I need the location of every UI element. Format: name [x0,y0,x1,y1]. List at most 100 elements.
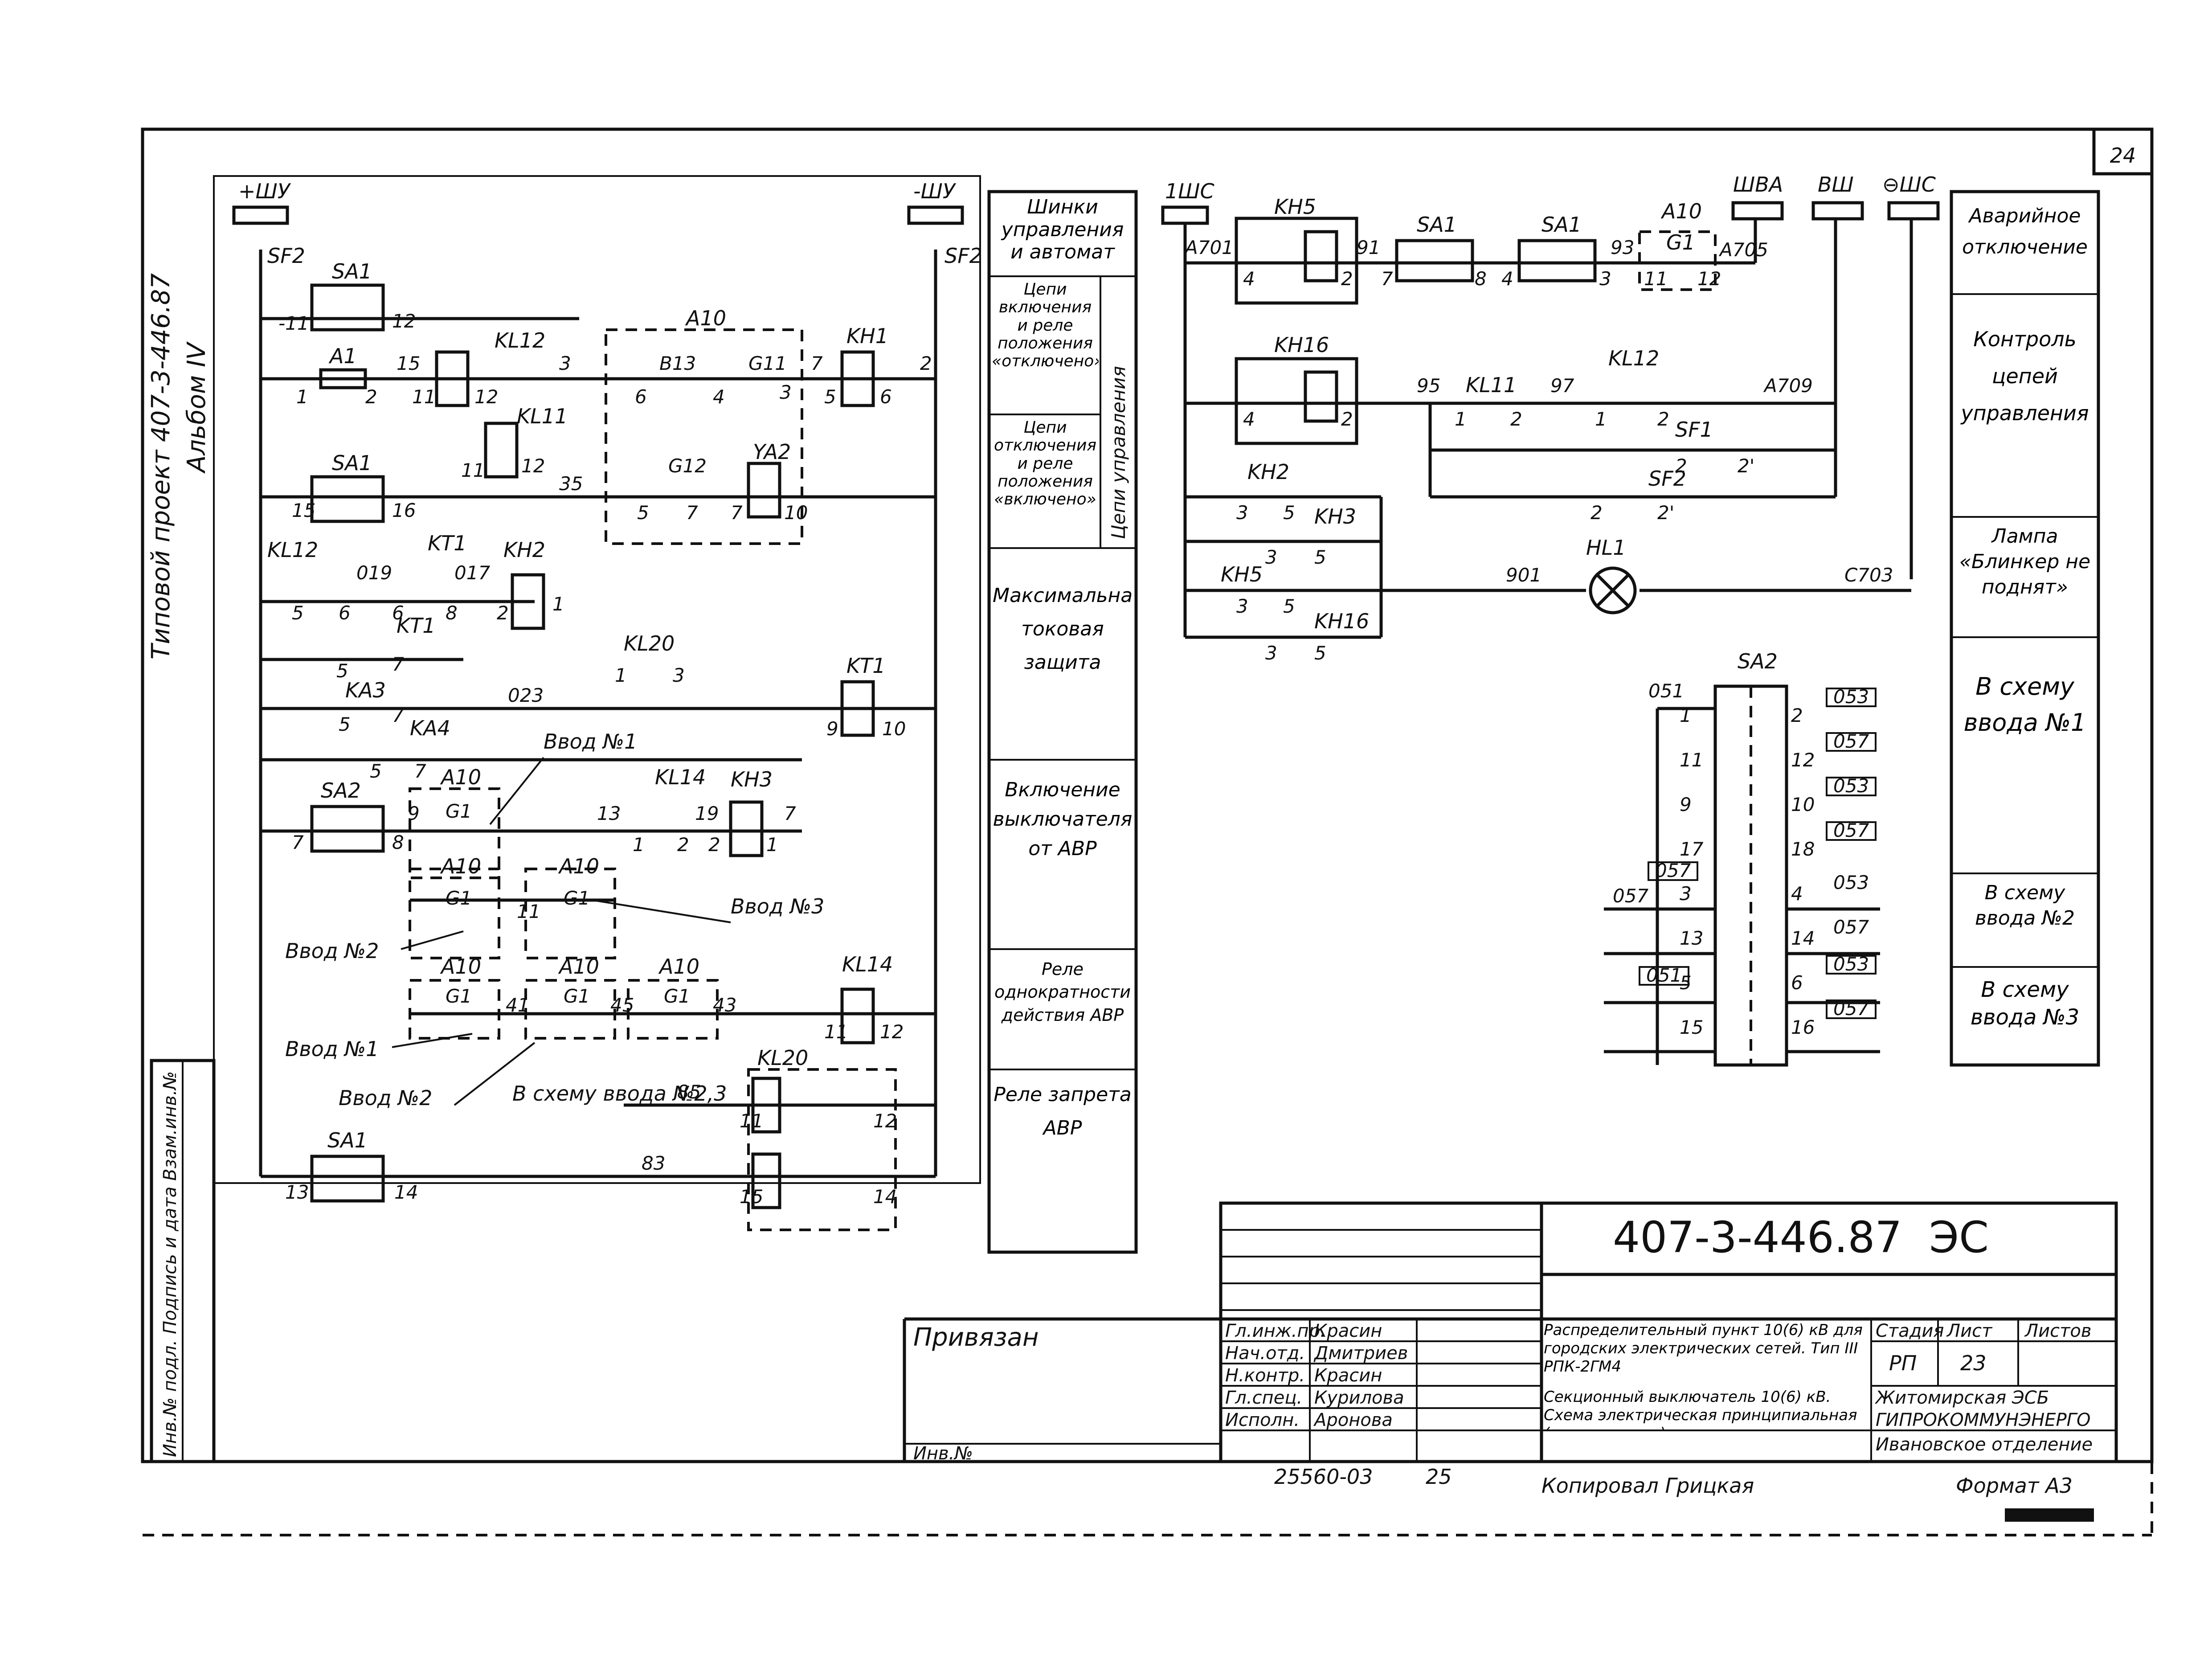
right-block-4: В схему ввода №1 [1963,672,2086,737]
coil-kh2 [511,573,545,630]
function-block-1: Шинки управления и автомат [1001,196,1124,264]
bus-1shs-label: 1ШС [1165,179,1214,203]
sa2-left-term: 5 [1680,972,1692,994]
rlbl-kl11: KL11 [1466,373,1517,397]
bus-minus-shu-label: -ШУ [913,179,957,203]
mlbl-6b: 6 [880,386,892,408]
function-block-8: Реле запрета АВР [994,1083,1132,1139]
lbl-13b: 13 [285,1181,309,1203]
g1-block-4 [409,979,500,1040]
tb-mark: ЭС [1929,1212,1989,1262]
lbl-g1-6: G1 [664,985,690,1007]
lbl-83: 83 [642,1152,665,1174]
right-block-3: Лампа «Блинкер не поднят» [1959,525,2091,599]
sa2-left-term: 11 [1680,749,1703,771]
rlbl-1b: 1 [1595,408,1607,430]
rlbl-2f: 2 [1591,502,1603,524]
tb-sheets-label: Листов [2024,1321,2091,1341]
mlbl-7b: 7 [686,502,698,524]
sa2-wire-in: 051 [1648,680,1684,702]
sheet-number: 24 [2110,143,2136,168]
mlbl-9: 9 [826,718,838,740]
mlbl-a10: A10 [685,306,726,330]
tb-stage: РП [1889,1351,1917,1375]
rlbl-kh16: KH16 [1274,333,1329,357]
mlbl-3b: 3 [673,664,685,686]
sa2-right-wire: 053 [1833,953,1869,975]
lbl-2b: 2 [677,834,689,856]
lbl-5b: 5 [336,660,348,682]
rlbl-c703: C703 [1844,564,1893,586]
middle-labels: A10 B13 6 4 G11 3 7 KH1 5 6 2 G12 YA2 5 … [615,244,982,740]
rlbl-g1: G1 [1666,230,1695,254]
rlbl-2e: 2 [1675,455,1687,477]
lbl-13: 13 [597,803,621,824]
kh5-relay-frame [1235,217,1358,305]
bus-plus-shu-label: +ШУ [238,179,291,203]
lbl-a10-5: A10 [558,954,599,979]
lbl-kl14: KL14 [655,765,706,789]
sa2-left-term: 15 [1680,1016,1703,1038]
rlbl-a701: A701 [1184,237,1234,258]
tb-inv-no: Инв.№ [913,1443,973,1464]
rlbl-sa1b: SA1 [1541,213,1582,237]
a10-right-block [1638,230,1717,291]
rlbl-a10: A10 [1660,199,1702,223]
lbl-19: 19 [695,803,719,824]
sa2-right-wire: 053 [1833,775,1869,797]
rb-6-wrap: В схему ввода №3 [1971,977,2079,1030]
rb-5-wrap: В схему ввода №2 [1975,881,2075,930]
rlbl-3a: 3 [1236,502,1248,524]
tb-project-wrap: Распределительный пункт 10(6) кВ для гор… [1544,1321,1863,1376]
outer-frame [141,127,2154,1463]
sa2-switch [310,805,385,853]
rlbl-a709: A709 [1763,375,1813,397]
lbl-g1-4: G1 [446,985,472,1007]
lbl-m11: -11 [278,312,309,334]
rlbl-2d: 2 [1657,408,1669,430]
kh5-coil [1304,230,1338,283]
bus-vsh [1811,201,1864,221]
lbl-sa2: SA2 [321,778,361,803]
function-block-4: Цепи управления [1108,366,1129,539]
bus-shs-lamp [1887,201,1940,221]
lbl-2a: 2 [497,602,509,624]
function-column: Шинки управления и автомат Цепи включени… [987,190,1138,1254]
lbl-vvod1b: Ввод №1 [285,1037,379,1061]
sa2-right-wire: 057 [1833,998,1869,1020]
left-labels: SF2 SA1 -11 12 A1 1 2 15 KL12 11 12 3 KL… [267,244,904,1208]
lbl-6b: 6 [392,602,404,624]
rlbl-1a: 1 [1455,408,1467,430]
lbl-kt1b: KT1 [397,614,436,638]
lbl-3: 3 [559,352,571,374]
tb-bottom-code: 25560-03 [1274,1465,1373,1489]
lbl-kl20: KL20 [757,1046,808,1070]
sa2-left-term: 17 [1680,838,1704,860]
sa1-right-2 [1517,239,1597,283]
lbl-g1-1: G1 [446,800,472,822]
lbl-kh3: KH3 [731,767,773,791]
leader-vvod2 [401,930,464,950]
lbl-017: 017 [454,562,490,584]
tb-name-2: Дмитриев [1313,1343,1408,1364]
lbl-12e: 12 [873,1110,897,1132]
leader-vvod3 [592,899,731,923]
lbl-5a: 5 [292,602,304,624]
tb-name-5: Аронова [1313,1410,1393,1430]
lbl-a10-1: A10 [440,765,481,789]
lbl-7c: 7 [414,760,426,782]
mlbl-2: 2 [920,352,932,374]
mlbl-3: 3 [780,381,792,403]
rlbl-kh16b: KH16 [1314,609,1369,633]
rlbl-2c: 2 [1510,408,1522,430]
sa2-right-term: 18 [1791,838,1815,860]
tb-linked: Привязан [913,1323,1039,1352]
title-block-frame [1219,1201,2118,1463]
lbl-vvod1: Ввод №1 [544,729,637,754]
coil-kl12 [435,350,470,407]
lbl-sa1-mid: SA1 [332,451,372,475]
sa2-right-term: 16 [1791,1016,1815,1038]
left-schematic-frame [213,175,981,1184]
sa2-right-term: 10 [1791,794,1815,815]
